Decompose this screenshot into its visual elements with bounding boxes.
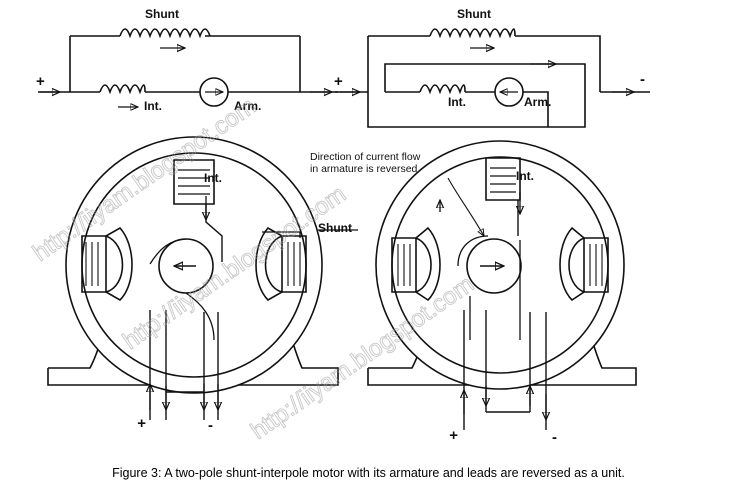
- bottom-right-note-line1: Direction of current flow: [310, 151, 421, 163]
- bottom-right-minus-label: -: [552, 429, 557, 446]
- top-left-plus-label: +: [36, 73, 45, 90]
- right-bus-wire: [585, 35, 601, 92]
- top-right-armature-label: Arm.: [524, 95, 551, 109]
- interpole-core: [173, 159, 215, 205]
- top-right-minus-label: -: [640, 71, 645, 88]
- bottom-left-minus-label: -: [208, 417, 213, 434]
- bottom-left-interpole-label: Int.: [204, 171, 222, 185]
- top-right-shunt-label: Shunt: [457, 7, 491, 21]
- shunt-coil: [429, 28, 516, 39]
- top-right-interpole-label: Int.: [448, 95, 466, 109]
- bottom-right-plus-label: +: [449, 427, 458, 444]
- shunt-coil: [119, 28, 211, 39]
- frame-outer: [65, 136, 323, 394]
- interpole-coil: [419, 84, 466, 95]
- bottom-right-note-line2: in armature is reversed: [310, 163, 418, 175]
- armature-symbol: [494, 77, 524, 107]
- left-bus-wire: [367, 36, 586, 128]
- bottom-left-plus-label: +: [137, 415, 146, 432]
- bottom-left-motor: [47, 136, 339, 420]
- top-right-plus-label: +: [334, 73, 343, 90]
- top-right-schematic: [335, 28, 650, 128]
- armature-symbol: [199, 77, 229, 107]
- armature: [466, 238, 522, 294]
- bottom-right-motor: [367, 140, 637, 430]
- series-wire: [335, 91, 650, 127]
- top-left-schematic: [38, 28, 338, 107]
- main-pole-right: [281, 235, 307, 293]
- top-left-armature-label: Arm.: [234, 99, 261, 113]
- top-left-shunt-label: Shunt: [145, 7, 179, 21]
- interpole-coil: [99, 84, 146, 95]
- bottom-right-note-pointer: [447, 177, 484, 236]
- bottom-right-interpole-label: Int.: [516, 169, 534, 183]
- main-pole-right: [583, 237, 609, 293]
- figure-caption: Figure 3: A two-pole shunt-interpole mot…: [112, 466, 625, 480]
- top-left-interpole-label: Int.: [144, 99, 162, 113]
- frame-outer: [375, 140, 625, 390]
- bottom-left-shunt-label: Shunt: [318, 221, 352, 235]
